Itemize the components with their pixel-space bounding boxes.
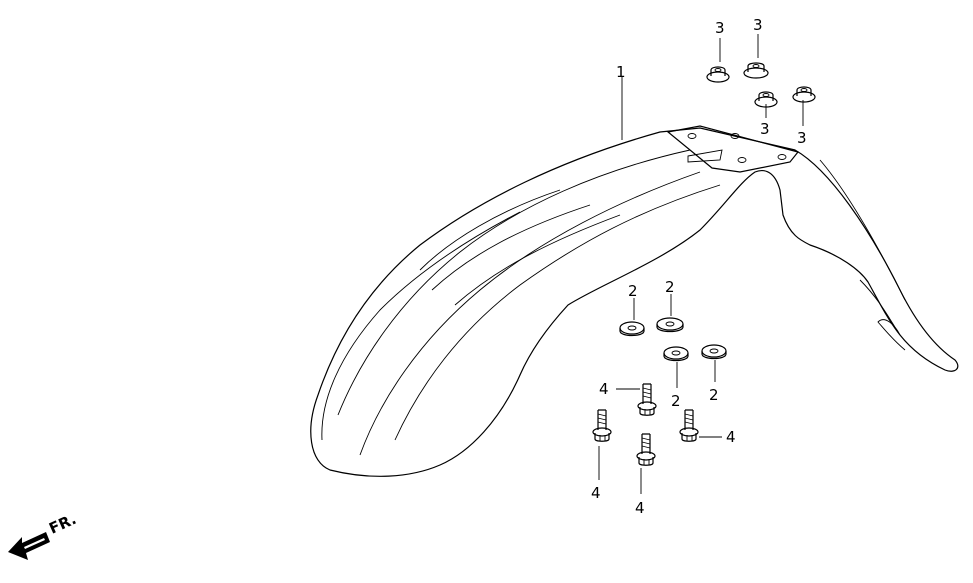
bolt-4	[636, 433, 656, 466]
bolt-2	[592, 409, 612, 442]
grommet-callout-1: 3	[715, 19, 725, 37]
grommet-2	[743, 62, 769, 79]
bolt-callout-2: 4	[591, 484, 601, 502]
washer-callout-3: 2	[671, 392, 681, 410]
grommet-callout-4: 3	[797, 129, 807, 147]
grommet-callout-2: 3	[753, 16, 763, 34]
washer-callout-1: 2	[628, 282, 638, 300]
front-fender	[310, 125, 959, 477]
bolt-callout-4: 4	[635, 499, 645, 517]
washer-1	[619, 321, 645, 337]
bolt-1	[637, 383, 657, 416]
fender-callout: 1	[616, 63, 626, 81]
bolt-callout-1: 4	[599, 380, 609, 398]
grommet-4	[792, 86, 816, 103]
grommet-callout-3: 3	[760, 120, 770, 138]
washer-3	[663, 346, 689, 362]
bolt-3	[679, 409, 699, 442]
washer-2	[656, 317, 684, 333]
washer-callout-2: 2	[665, 278, 675, 296]
washer-callout-4: 2	[709, 386, 719, 404]
washer-4	[701, 344, 727, 360]
front-direction-indicator: FR.	[8, 510, 79, 560]
bolt-callout-3: 4	[726, 428, 736, 446]
grommet-1	[706, 66, 730, 83]
front-direction-label: FR.	[46, 510, 79, 538]
